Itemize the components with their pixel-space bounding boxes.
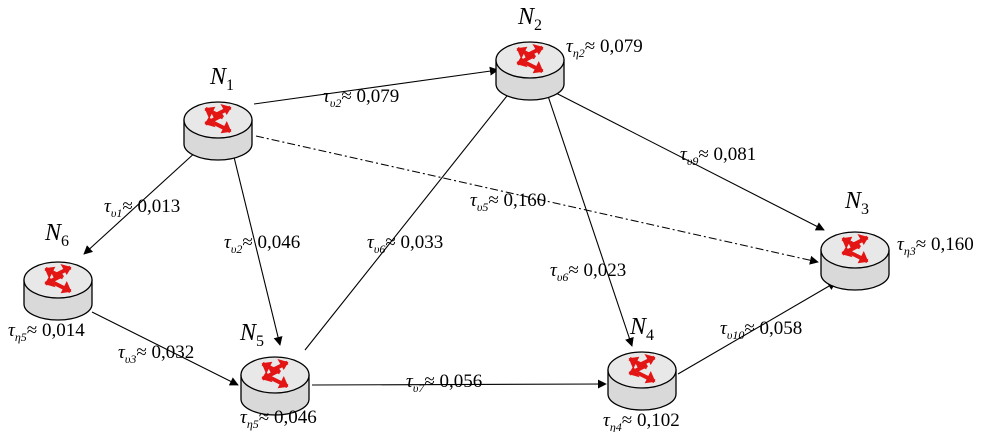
- link-label-n2-n3: τυ9≈ 0,081: [680, 144, 756, 168]
- node-delay-n4: τη4≈ 0,102: [603, 410, 680, 432]
- router-icon: [183, 101, 253, 161]
- node-delay-n2: τη2≈ 0,079: [566, 36, 643, 60]
- node-label-n5: N5: [239, 320, 264, 350]
- link-n1-n5: [232, 152, 283, 346]
- node-label-n4: N4: [629, 314, 654, 344]
- link-n6-n5: [91, 311, 239, 386]
- link-label-n1-n5: τυ2≈ 0,046: [224, 232, 300, 256]
- link-n5-n4: [311, 379, 607, 389]
- link-label-n1-n3: τυ5≈ 0,160: [470, 190, 546, 214]
- router-icon: [240, 356, 310, 416]
- link-n5-n2: [304, 81, 519, 351]
- link-label-n1-n6: τυ1≈ 0,013: [104, 196, 180, 220]
- link-n1-n2: [253, 66, 499, 105]
- node-delay-n3: τη3≈ 0,160: [897, 234, 974, 258]
- link-label-n5-n2: τυ6≈ 0,033: [367, 232, 443, 256]
- node-label-n6: N6: [44, 220, 69, 250]
- link-label-n6-n5: τυ3≈ 0,032: [118, 342, 194, 366]
- router-icon: [607, 351, 677, 411]
- router-icon: [820, 231, 890, 291]
- labels-layer: τυ2≈ 0,079 τυ1≈ 0,013 τυ2≈ 0,046 τυ5≈ 0,160…: [8, 4, 974, 432]
- router-icon: [495, 41, 565, 101]
- node-label-n2: N2: [517, 4, 542, 34]
- link-n2-n4: [547, 95, 634, 347]
- node-delay-n5: τη5≈ 0,046: [240, 407, 317, 431]
- link-label-n4-n3: τυ10≈ 0,058: [720, 318, 802, 342]
- link-label-n5-n4: τυ7≈ 0,056: [406, 371, 482, 395]
- link-label-n2-n4: τυ6≈ 0,023: [550, 260, 626, 284]
- link-n2-n3: [549, 89, 825, 231]
- node-label-n1: N1: [209, 64, 234, 94]
- link-label-n1-n2: τυ2≈ 0,079: [323, 86, 399, 110]
- link-n4-n3: [677, 281, 837, 375]
- links-layer: [83, 66, 837, 389]
- nodes-layer: [23, 41, 890, 416]
- router-icon: [23, 261, 93, 321]
- node-label-n3: N3: [844, 188, 869, 218]
- link-n1-n6: [83, 149, 199, 255]
- node-delay-n6: τη5≈ 0,014: [8, 320, 85, 344]
